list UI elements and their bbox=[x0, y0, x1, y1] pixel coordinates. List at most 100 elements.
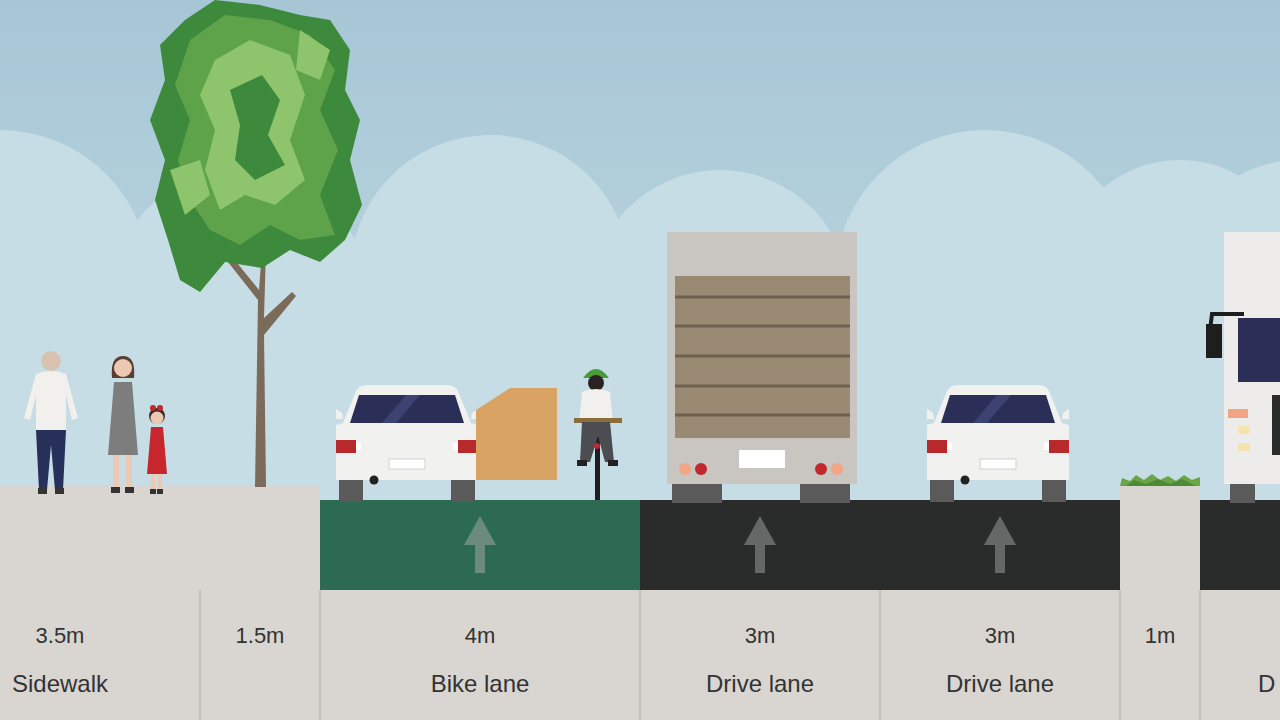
bus bbox=[1206, 232, 1280, 503]
street-tree bbox=[150, 0, 362, 292]
pedestrian bbox=[108, 382, 138, 455]
box-truck bbox=[675, 414, 850, 417]
bus bbox=[1238, 318, 1280, 382]
pedestrian bbox=[111, 487, 120, 493]
pedestrian bbox=[24, 371, 78, 430]
street-tree bbox=[228, 250, 296, 487]
street-segment: 3mDrive lane bbox=[880, 590, 1120, 720]
planter-strip bbox=[1120, 474, 1200, 590]
segment-name: Drive lane bbox=[640, 669, 880, 699]
street-segment: 4mBike lane bbox=[320, 590, 640, 720]
pedestrian bbox=[157, 405, 163, 411]
bike-rack-box bbox=[476, 388, 557, 480]
bus bbox=[1230, 484, 1255, 503]
street-tree bbox=[200, 40, 305, 210]
planter-strip bbox=[1120, 486, 1200, 590]
segment-divider bbox=[1199, 590, 1200, 720]
pedestrian bbox=[36, 430, 66, 490]
segment-width: 4m bbox=[320, 622, 640, 650]
cyclist bbox=[579, 389, 613, 422]
lane-arrow bbox=[464, 516, 1016, 573]
segment-name: Sidewalk bbox=[0, 669, 200, 699]
street-segment: 3.5mSidewalk bbox=[0, 590, 200, 720]
drive-lane-surface bbox=[1200, 500, 1280, 590]
lane-arrow bbox=[744, 516, 1016, 573]
segment-divider bbox=[319, 590, 320, 720]
segment-width: 3m bbox=[880, 622, 1120, 650]
pedestrian bbox=[151, 474, 155, 490]
pedestrian bbox=[158, 474, 162, 490]
segment-divider bbox=[200, 590, 1200, 720]
cyclist bbox=[594, 443, 600, 449]
cyclist bbox=[608, 460, 618, 466]
segment-width: 1m bbox=[1120, 622, 1200, 650]
planter-strip bbox=[1120, 474, 1200, 486]
bike-rack-box bbox=[476, 388, 557, 480]
box-truck bbox=[675, 297, 850, 415]
pedestrian bbox=[114, 359, 132, 377]
pedestrian bbox=[41, 351, 61, 371]
pedestrian bbox=[157, 489, 163, 494]
parked-car bbox=[336, 385, 478, 502]
pedestrian bbox=[150, 405, 156, 411]
pedestrian bbox=[112, 356, 135, 378]
segment-divider bbox=[1119, 590, 1120, 720]
segment-divider bbox=[639, 590, 640, 720]
planter-strip bbox=[1126, 479, 1196, 486]
street-tree bbox=[296, 30, 330, 80]
cyclist bbox=[577, 460, 587, 466]
segment-divider bbox=[199, 590, 200, 720]
pedestrian bbox=[147, 427, 167, 474]
lane-arrow bbox=[464, 516, 496, 545]
street-tree bbox=[170, 160, 210, 215]
bike-lane-surface bbox=[320, 500, 640, 590]
pedestrian bbox=[24, 351, 167, 494]
box-truck bbox=[672, 484, 722, 503]
cyclist bbox=[580, 422, 614, 462]
segment-band bbox=[0, 590, 1280, 720]
bus bbox=[1272, 395, 1280, 455]
pedestrian bbox=[125, 487, 134, 493]
box-truck bbox=[675, 276, 850, 438]
street-tree bbox=[175, 15, 338, 245]
segment-name: Drive lane bbox=[880, 669, 1120, 699]
box-truck bbox=[800, 484, 850, 503]
moving-car bbox=[927, 385, 1069, 502]
street-segment: D bbox=[1200, 590, 1280, 720]
cyclist bbox=[574, 369, 622, 500]
lane-arrow bbox=[984, 516, 1016, 545]
segment-name: Bike lane bbox=[320, 669, 640, 699]
cyclist bbox=[588, 375, 604, 391]
segment-width: 1.5m bbox=[200, 622, 320, 650]
box-truck bbox=[675, 325, 850, 328]
bike-lane-surface bbox=[320, 500, 640, 590]
bus bbox=[1238, 443, 1250, 451]
bus bbox=[1224, 232, 1280, 484]
box-truck bbox=[695, 463, 707, 475]
drive-lane-surface bbox=[640, 500, 1120, 590]
pedestrian bbox=[151, 412, 164, 425]
box-truck bbox=[679, 463, 691, 475]
segment-band bbox=[0, 590, 1280, 720]
segment-width: 3.5m bbox=[0, 622, 200, 650]
moving-car bbox=[927, 385, 1069, 502]
street-tree bbox=[230, 75, 285, 180]
parked-car bbox=[336, 385, 478, 502]
bus bbox=[1228, 409, 1248, 418]
pedestrian bbox=[38, 488, 47, 494]
segment-width: 3m bbox=[640, 622, 880, 650]
street-segment: 1.5m bbox=[200, 590, 320, 720]
lane-arrow bbox=[744, 516, 776, 545]
box-truck bbox=[739, 450, 785, 468]
street-segment: 3mDrive lane bbox=[640, 590, 880, 720]
lane-arrow bbox=[464, 516, 496, 573]
box-truck bbox=[815, 463, 827, 475]
box-truck bbox=[667, 232, 857, 503]
segment-name: D bbox=[1258, 669, 1280, 699]
sky bbox=[0, 130, 1280, 500]
box-truck bbox=[667, 232, 857, 484]
street-tree bbox=[150, 0, 362, 487]
segment-divider bbox=[879, 590, 880, 720]
